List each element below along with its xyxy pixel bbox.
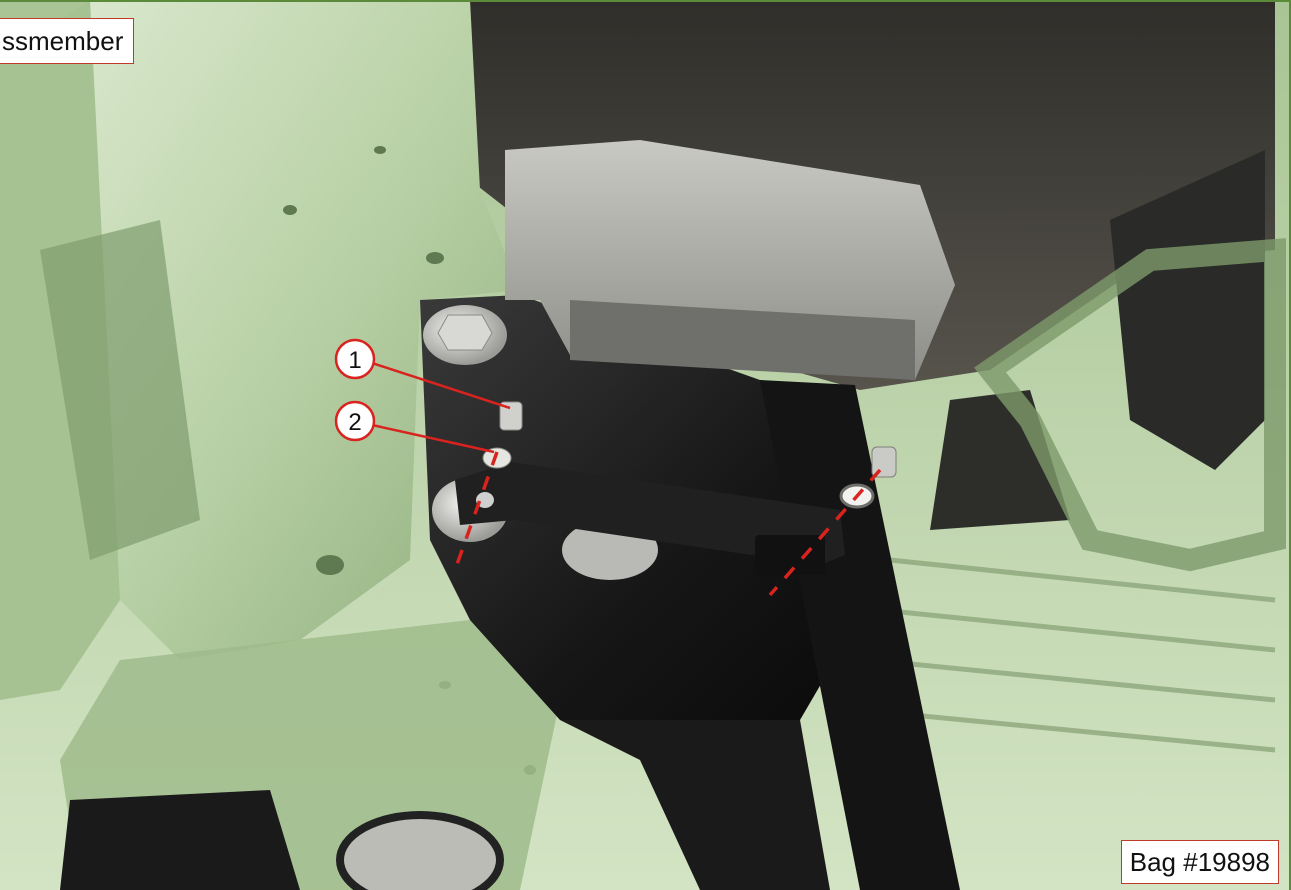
callout-1-number: 1	[348, 347, 361, 374]
crossmember-underside	[570, 300, 915, 380]
floor-ribs	[859, 557, 1276, 753]
bag-number-label: Bag #19898	[1120, 840, 1279, 884]
callout-2-leader	[371, 423, 495, 454]
callout-2-number: 2	[348, 409, 361, 436]
window-opening-upper	[1110, 150, 1265, 470]
callout-1-circle	[334, 338, 376, 380]
pivot-bolt-head	[437, 314, 493, 351]
door-frame-right	[974, 238, 1286, 572]
link-bar-hole	[476, 492, 494, 508]
left-door-recess	[40, 220, 200, 560]
assembly-lines	[453, 451, 882, 597]
item-1-bolt	[499, 401, 523, 431]
callout-2-circle	[334, 400, 376, 442]
header-title-label: ssmember	[0, 18, 135, 64]
link-bar-clip	[755, 535, 825, 575]
item-2-washer	[482, 447, 512, 469]
bottom-left-component	[60, 790, 300, 890]
callout-1-leader	[371, 361, 511, 410]
link-bar	[455, 462, 845, 565]
right-bolt	[871, 446, 897, 478]
frame-rail-lower	[560, 720, 830, 890]
bottom-round-fitting	[336, 811, 504, 890]
